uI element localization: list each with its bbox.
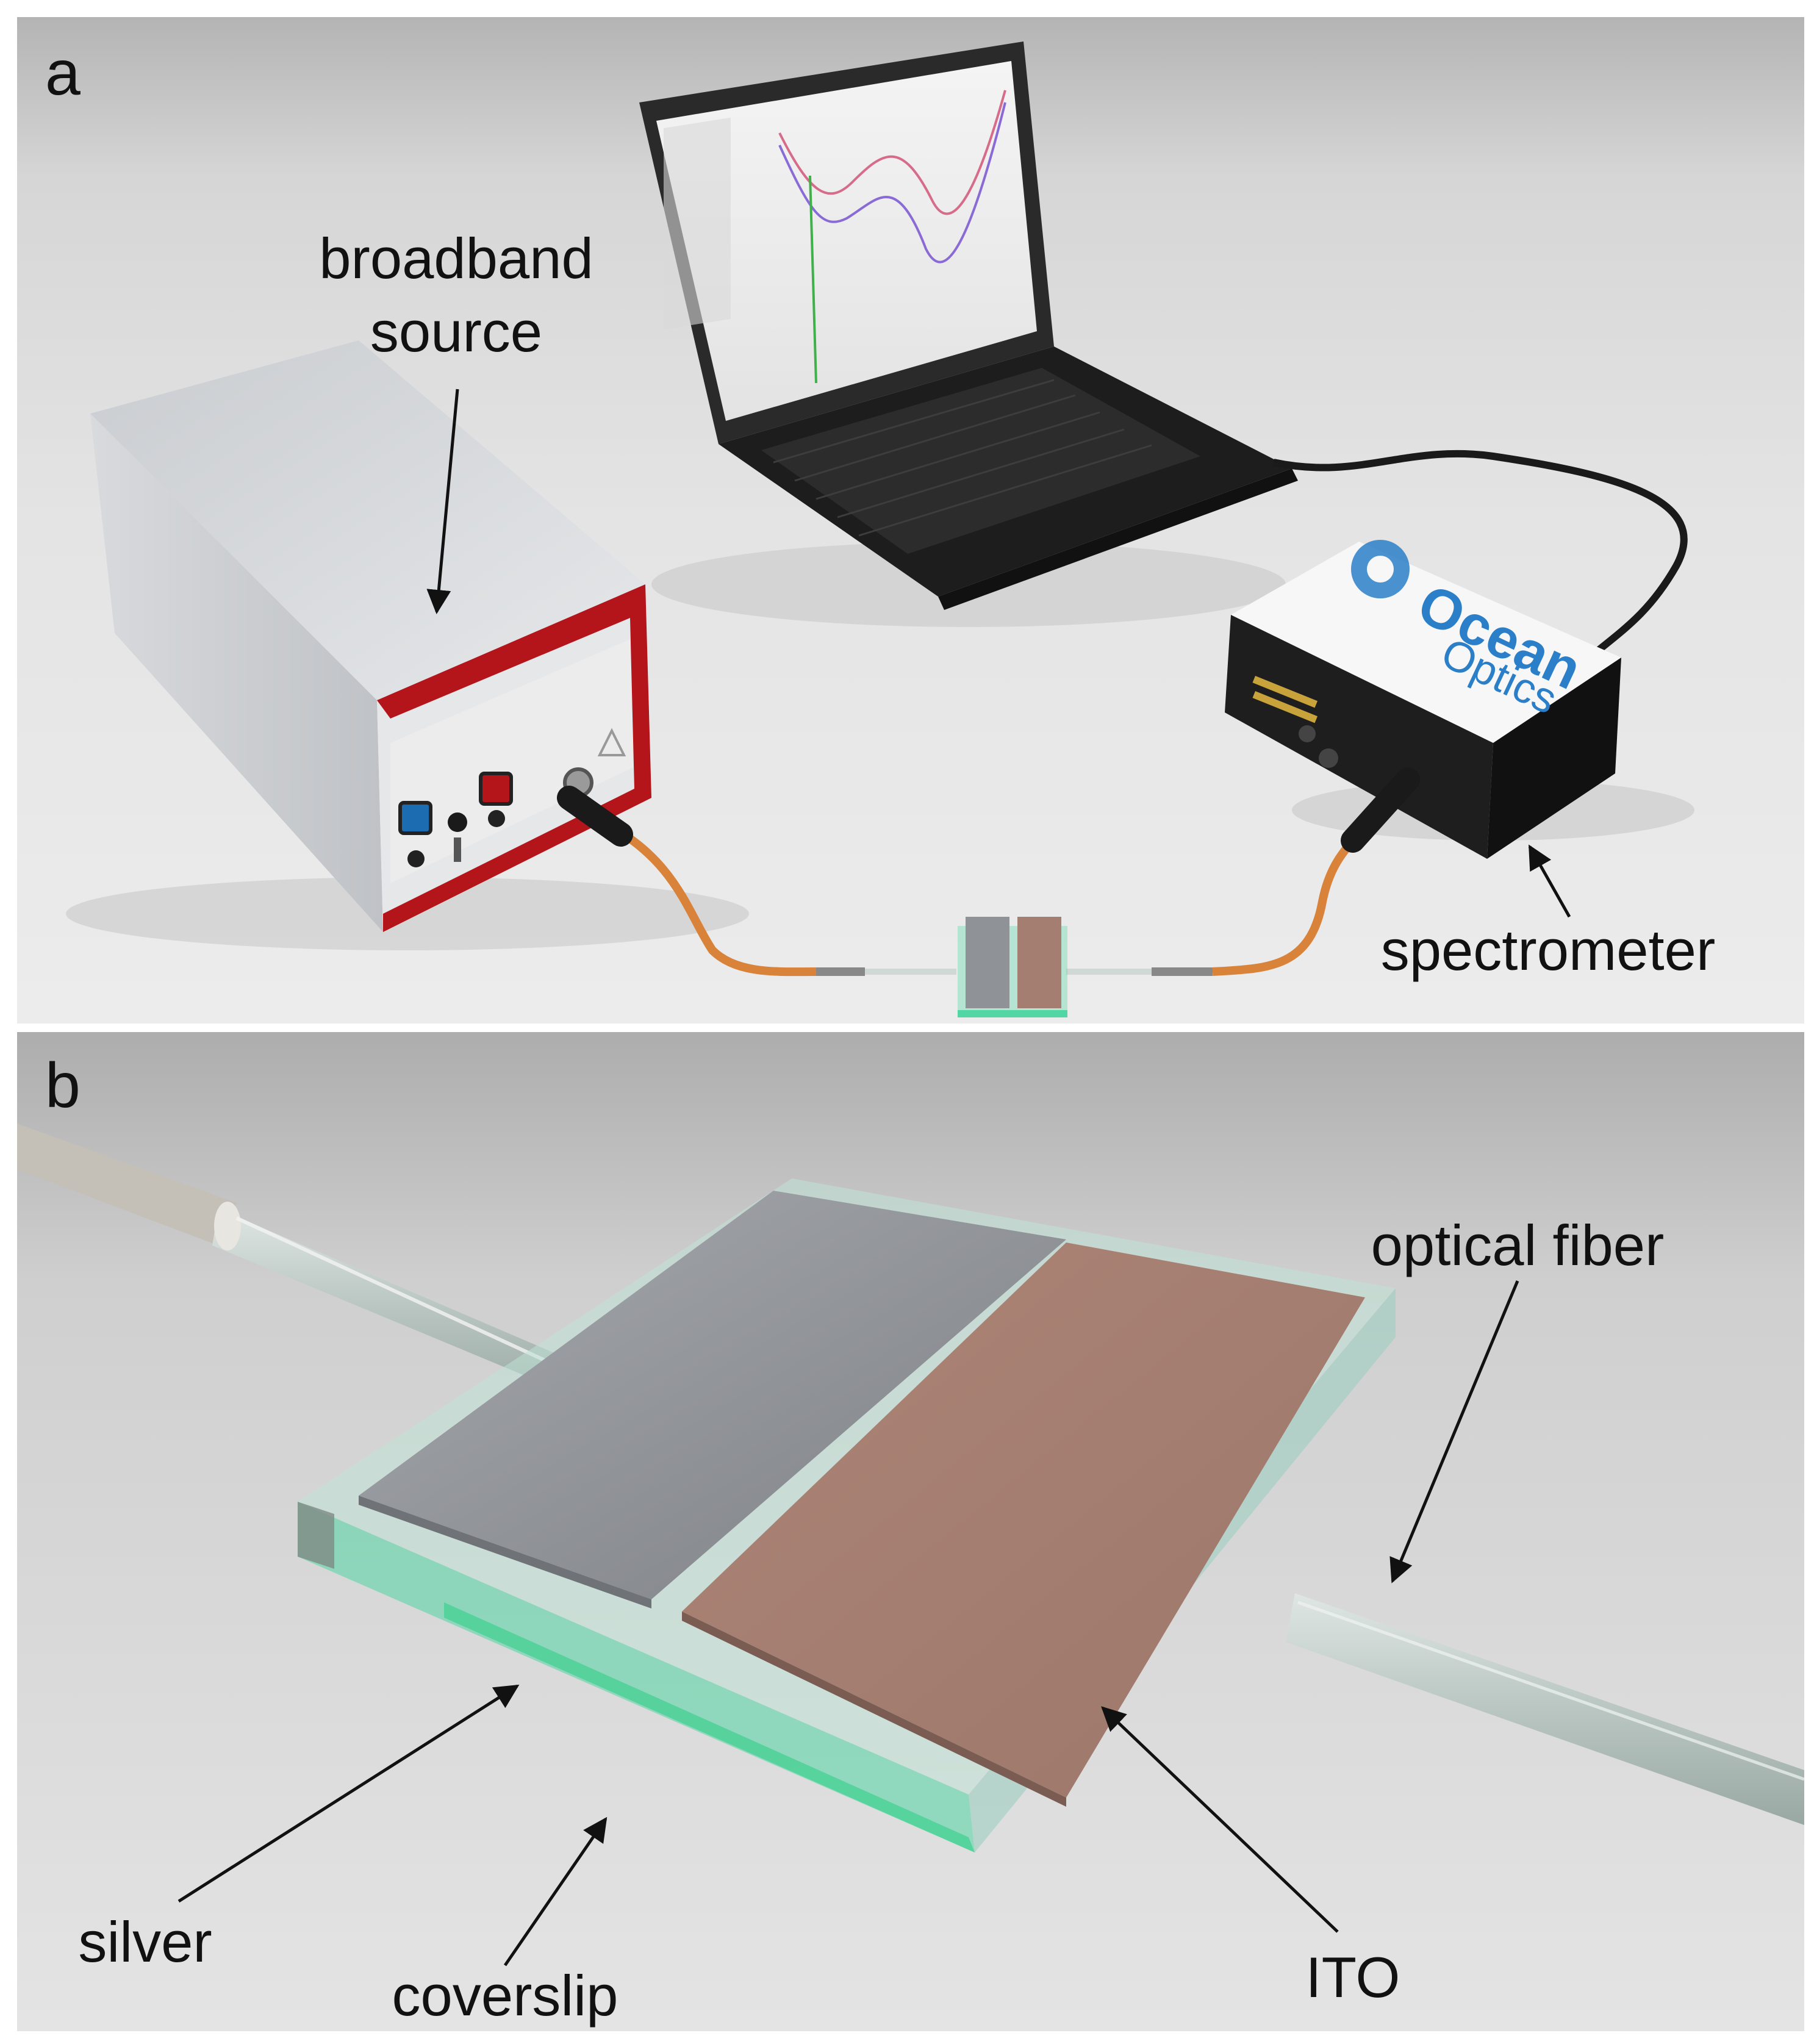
panel-b: b optical fiber silver coverslip ITO — [17, 1032, 1804, 2031]
silver-arrow — [177, 1684, 520, 1903]
broadband-source-label: broadband source — [285, 222, 627, 369]
ito-label: ITO — [1305, 1945, 1400, 2009]
fiber-jacket-left — [600, 818, 817, 977]
coverslip-arrow — [503, 1816, 608, 1967]
panel-a: Ocean Optics a — [17, 17, 1804, 1024]
optical-fiber-arrow — [1389, 1280, 1519, 1583]
spectrometer-arrow — [1528, 844, 1571, 918]
toggle-switch-icon — [454, 837, 461, 862]
fiber-path — [557, 767, 1420, 1017]
broadband-source-label-line2: source — [370, 299, 543, 364]
ito-arrow — [1101, 1706, 1339, 1933]
silver-film — [359, 1191, 1066, 1599]
screen-plot-line-green — [809, 175, 817, 384]
panel-b-label: b — [45, 1050, 81, 1121]
ito-film — [682, 1243, 1365, 1798]
laptop-screen — [656, 61, 1037, 421]
fiber-jacket-right — [1212, 831, 1362, 976]
optical-fiber-right — [1286, 1593, 1804, 1825]
spectrometer-top — [1231, 542, 1621, 743]
blue-switch-icon — [398, 801, 432, 835]
knob-icon — [407, 850, 425, 867]
sample-ito — [1017, 917, 1061, 1008]
panel-a-scene: Ocean Optics — [17, 17, 1804, 1024]
screen-plot-line-red — [778, 90, 1006, 215]
optical-fiber-label: optical fiber — [1371, 1213, 1665, 1277]
optical-fiber-left — [17, 1124, 603, 1404]
usb-cable — [1272, 450, 1688, 654]
silver-label: silver — [78, 1910, 212, 1974]
warning-triangle-icon — [597, 728, 626, 756]
coverslip-label: coverslip — [392, 1963, 618, 2028]
screen-plot-line-blue — [778, 102, 1006, 264]
broadband-source-label-line1: broadband — [319, 226, 593, 290]
broadband-source-box — [90, 340, 651, 932]
laptop — [639, 41, 1298, 610]
panel-b-scene — [17, 1032, 1804, 2031]
sample-silver — [966, 917, 1009, 1008]
knob-icon-3 — [488, 810, 505, 827]
panel-a-label: a — [45, 38, 81, 109]
red-switch-icon — [479, 772, 513, 806]
spectrometer-device: Ocean Optics — [1225, 540, 1621, 859]
spectrometer-label: spectrometer — [1380, 918, 1716, 982]
knob-icon-2 — [448, 812, 467, 832]
source-red-stripe — [377, 584, 651, 932]
source-arrow — [426, 389, 459, 614]
